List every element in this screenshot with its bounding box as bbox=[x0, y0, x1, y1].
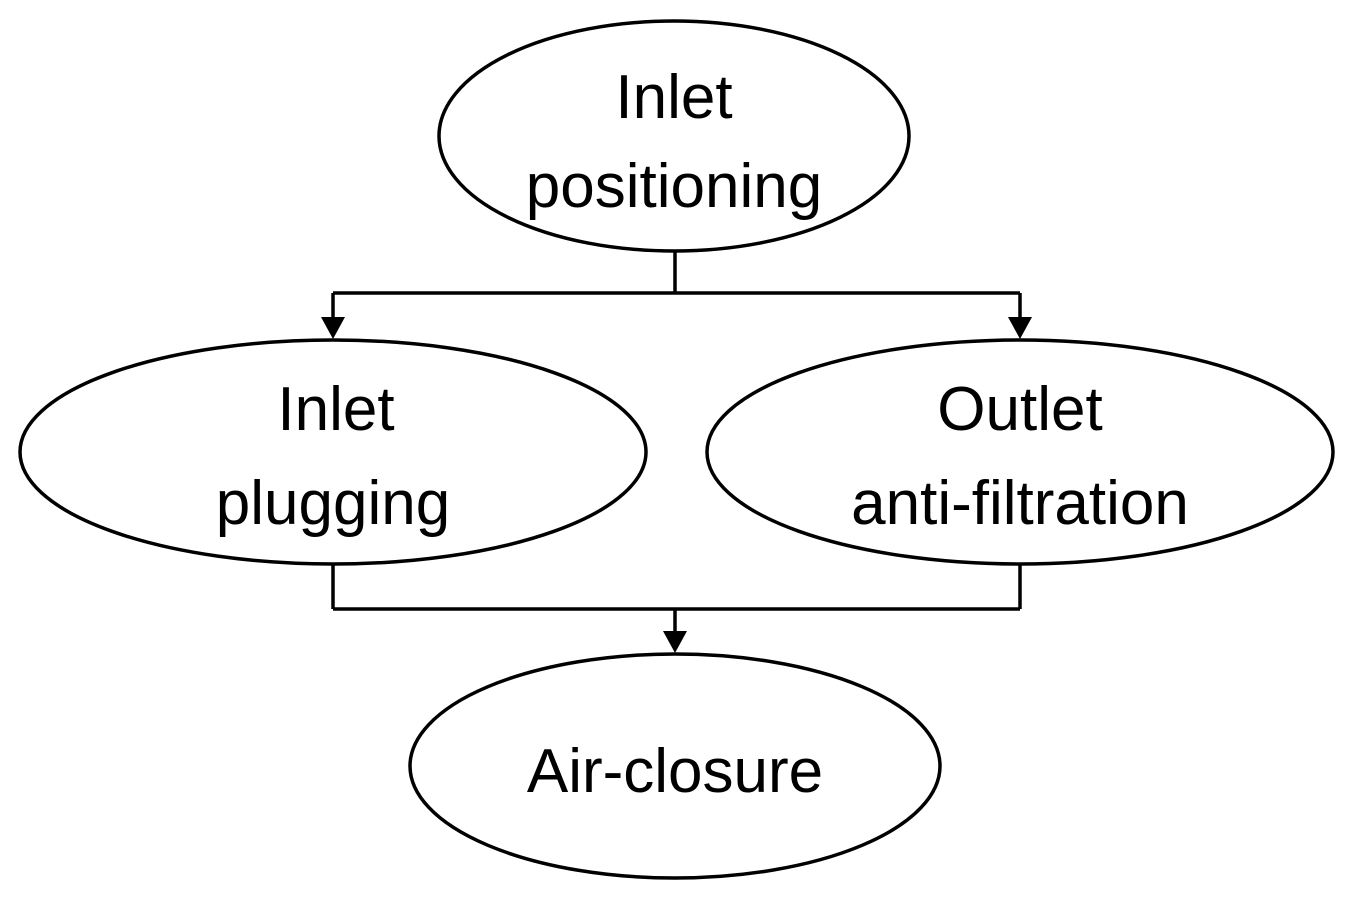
node-inlet-positioning-shape bbox=[437, 19, 911, 253]
arrowhead-to-inlet-plugging bbox=[321, 317, 345, 339]
edge-positioning-to-children bbox=[321, 252, 1032, 339]
node-inlet-plugging: Inlet plugging bbox=[18, 338, 648, 566]
node-inlet-positioning: Inlet positioning bbox=[437, 19, 911, 253]
node-outlet-anti-filtration-shape bbox=[705, 338, 1335, 566]
node-outlet-anti-filtration-label-line1: Outlet bbox=[937, 375, 1102, 444]
node-air-closure: Air-closure bbox=[408, 652, 942, 880]
node-inlet-plugging-shape bbox=[18, 338, 648, 566]
node-inlet-plugging-label-line1: Inlet bbox=[277, 375, 394, 444]
node-inlet-positioning-label-line1: Inlet bbox=[615, 63, 732, 132]
node-air-closure-label: Air-closure bbox=[527, 737, 823, 806]
node-inlet-plugging-label-line2: plugging bbox=[216, 469, 450, 538]
arrowhead-to-air-closure bbox=[663, 631, 687, 653]
node-outlet-anti-filtration: Outlet anti-filtration bbox=[705, 338, 1335, 566]
node-inlet-positioning-label-line2: positioning bbox=[526, 152, 822, 221]
node-outlet-anti-filtration-label-line2: anti-filtration bbox=[851, 469, 1189, 538]
edge-children-to-air-closure bbox=[331, 565, 1022, 653]
arrowhead-to-outlet-anti-filtration bbox=[1008, 317, 1032, 339]
node-air-closure-shape bbox=[408, 652, 942, 880]
